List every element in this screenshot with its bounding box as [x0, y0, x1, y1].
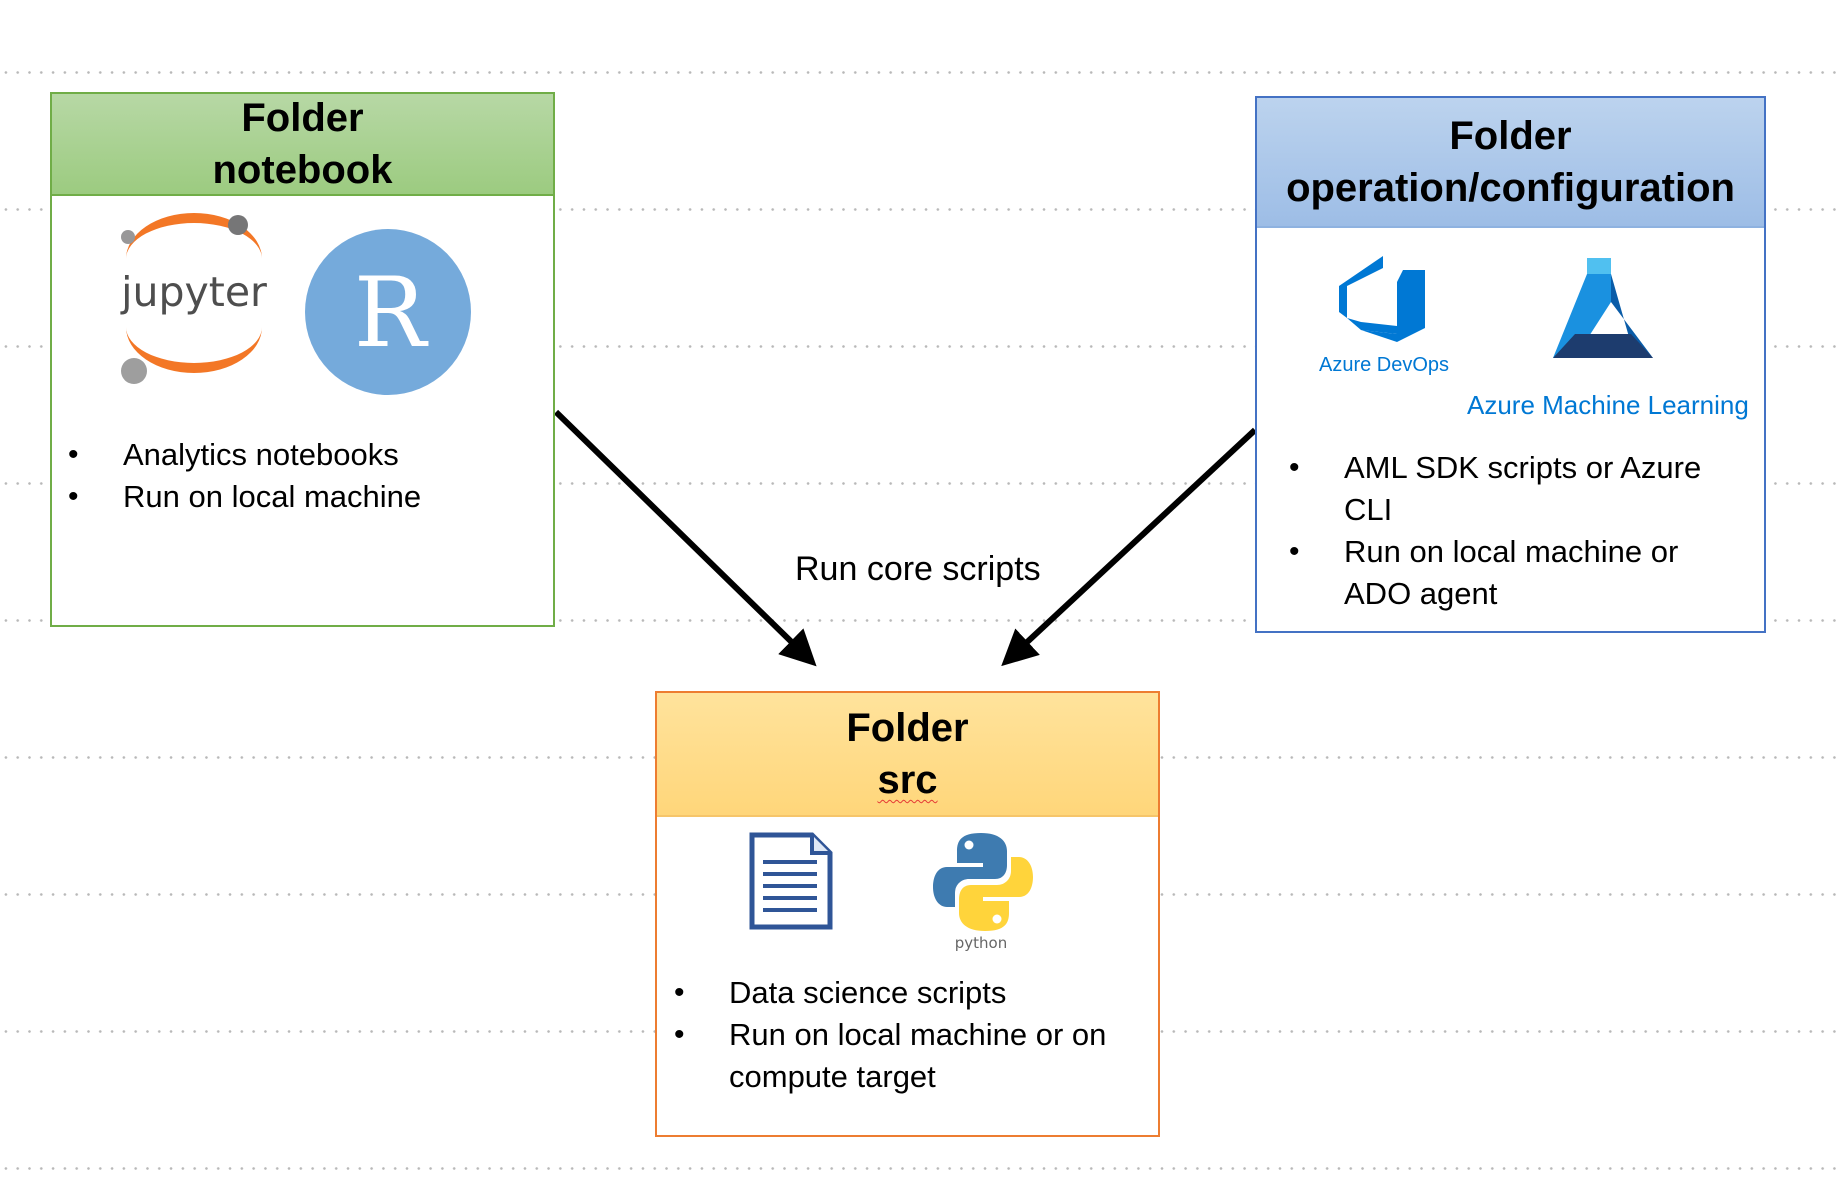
- jupyter-logo-text: jupyter: [120, 268, 267, 316]
- notebook-bullet-item: Analytics notebooks: [68, 434, 538, 476]
- azure-devops-label: Azure DevOps: [1319, 354, 1450, 376]
- python-logo-icon: python: [933, 833, 1033, 951]
- operation-folder-panel: Folder operation/configuration Azure Dev…: [1255, 96, 1766, 633]
- notebook-panel-header: Folder notebook: [52, 94, 553, 196]
- operation-panel-title: Folder: [1449, 114, 1572, 158]
- r-logo-icon: R: [305, 229, 471, 395]
- src-bullet-list: Data science scripts Run on local machin…: [674, 972, 1134, 1098]
- src-folder-panel: Folder src python Data science scripts R…: [655, 691, 1160, 1137]
- operation-panel-subtitle: operation/configuration: [1286, 166, 1735, 210]
- azure-machine-learning-label: Azure Machine Learning: [1467, 390, 1749, 420]
- r-logo-text: R: [354, 257, 429, 369]
- operation-panel-header: Folder operation/configuration: [1257, 98, 1764, 228]
- notebook-panel-title: Folder: [241, 96, 364, 140]
- notebook-folder-panel: Folder notebook jupyter R Analytics note…: [50, 92, 555, 627]
- notebook-bullet-list: Analytics notebooks Run on local machine: [68, 434, 538, 518]
- src-panel-header: Folder src: [657, 693, 1158, 817]
- document-icon: [749, 832, 833, 930]
- operation-bullet-list: AML SDK scripts or Azure CLI Run on loca…: [1289, 447, 1744, 615]
- src-bullet-item: Run on local machine or on compute targe…: [674, 1014, 1134, 1098]
- azure-machine-learning-icon: [1553, 258, 1653, 358]
- src-panel-title: Folder: [846, 706, 969, 750]
- operation-bullet-item: Run on local machine or ADO agent: [1289, 531, 1744, 615]
- notebook-panel-subtitle: notebook: [212, 148, 393, 192]
- arrow-operation-to-src: [1001, 427, 1258, 667]
- connector-label: Run core scripts: [795, 550, 1041, 588]
- arrow-notebook-to-src: [553, 409, 817, 667]
- src-bullet-item: Data science scripts: [674, 972, 1134, 1014]
- jupyter-logo-icon: jupyter: [120, 213, 267, 384]
- python-logo-text: python: [955, 934, 1007, 951]
- src-panel-subtitle: src: [877, 758, 938, 802]
- notebook-bullet-item: Run on local machine: [68, 476, 538, 518]
- azure-devops-icon: [1339, 256, 1425, 342]
- operation-bullet-item: AML SDK scripts or Azure CLI: [1289, 447, 1744, 531]
